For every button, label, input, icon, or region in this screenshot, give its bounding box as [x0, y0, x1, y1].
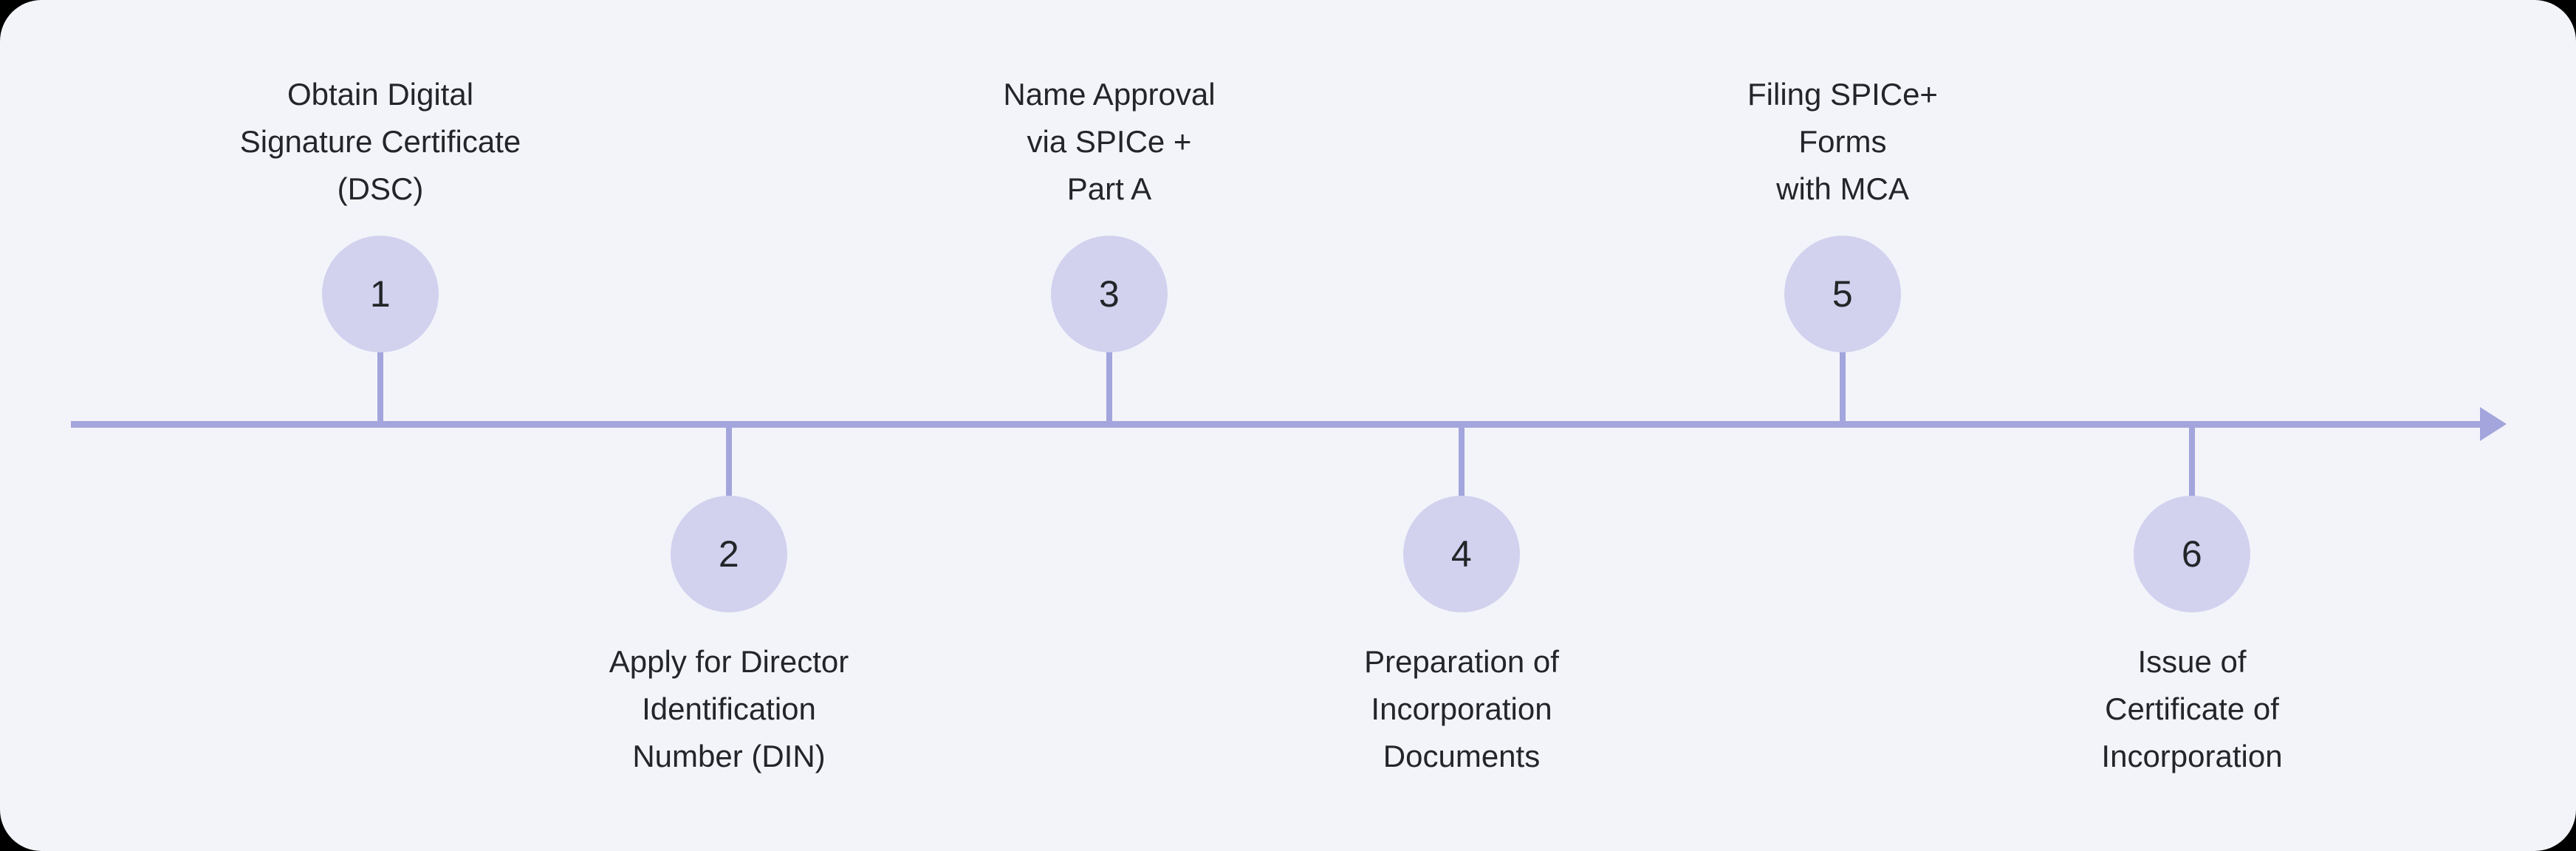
step-label: Obtain Digital Signature Certificate (DS… [239, 77, 521, 206]
step-connector-line [1840, 294, 1846, 427]
step-label: Apply for Director Identification Number… [609, 644, 849, 773]
step-connector-line [726, 421, 732, 557]
step-marker-circle[interactable]: 2 [671, 496, 787, 612]
step-number: 6 [2181, 533, 2203, 575]
step-number: 2 [718, 533, 740, 575]
step-connector-line [1459, 421, 1465, 557]
step-connector-line [2189, 421, 2195, 557]
step-marker-circle[interactable]: 3 [1051, 236, 1168, 352]
arrow-right-icon [2480, 407, 2507, 441]
step-marker-circle[interactable]: 4 [1403, 496, 1520, 612]
step-connector-line [377, 294, 383, 427]
step-label: Preparation of Incorporation Documents [1364, 644, 1559, 773]
step-number: 4 [1450, 533, 1473, 575]
step-marker-circle[interactable]: 1 [322, 236, 439, 352]
step-number: 5 [1832, 273, 1854, 315]
step-marker-circle[interactable]: 5 [1784, 236, 1901, 352]
step-connector-line [1106, 294, 1112, 427]
timeline-axis-line [71, 421, 2493, 428]
step-number: 3 [1098, 273, 1120, 315]
step-label: Filing SPICe+ Forms with MCA [1747, 77, 1938, 206]
step-label: Name Approval via SPICe + Part A [1003, 77, 1216, 206]
step-marker-circle[interactable]: 6 [2134, 496, 2250, 612]
step-number: 1 [369, 273, 391, 315]
step-label: Issue of Certificate of Incorporation [2101, 644, 2283, 773]
